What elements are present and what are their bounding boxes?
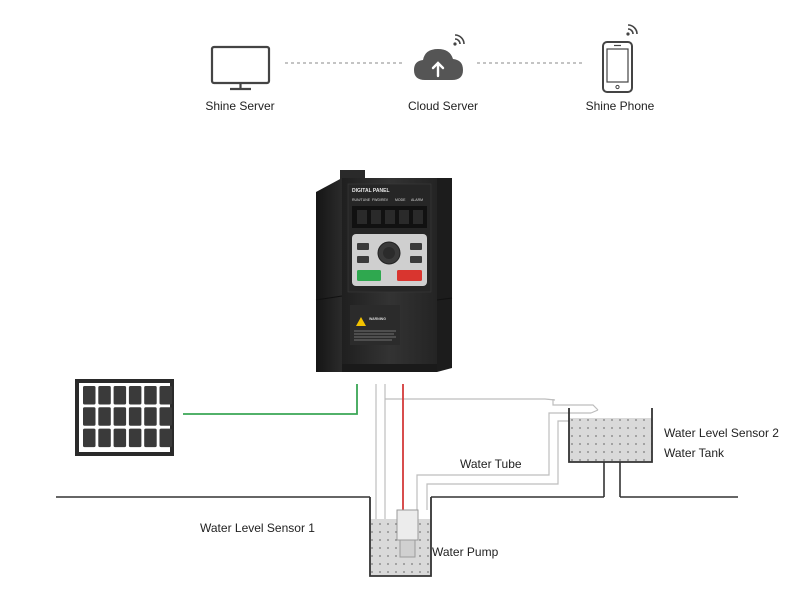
shift-key[interactable] bbox=[357, 256, 369, 263]
solar-cell bbox=[159, 428, 172, 448]
wifi-signal-icon bbox=[453, 34, 465, 46]
prg-key[interactable] bbox=[357, 243, 369, 250]
warning-title: WARNING bbox=[369, 317, 386, 321]
water-level-sensor-1-label: Water Level Sensor 1 bbox=[200, 521, 315, 535]
solar-cell bbox=[98, 386, 111, 405]
status-label: FWD/REV bbox=[372, 198, 389, 202]
solar-dc-wire bbox=[183, 384, 358, 415]
solar-cell bbox=[159, 407, 172, 426]
solar-cell bbox=[113, 428, 127, 448]
mf-key[interactable] bbox=[410, 256, 422, 263]
status-label-row: RUN/TUNE FWD/REV MODE ALARM bbox=[352, 198, 423, 202]
solar-cell bbox=[128, 428, 142, 448]
status-label: MODE bbox=[395, 198, 406, 202]
warning-icon bbox=[356, 317, 366, 326]
phone-icon bbox=[602, 41, 633, 93]
status-label: RUN/TUNE bbox=[352, 198, 371, 202]
shine-server-label: Shine Server bbox=[205, 99, 274, 113]
display-digits bbox=[357, 210, 423, 224]
run-button[interactable] bbox=[357, 270, 381, 281]
solar-cell bbox=[83, 407, 96, 426]
solar-cell bbox=[144, 386, 157, 405]
network-row: Shine Server Cloud Server Shine Phone bbox=[205, 24, 655, 113]
solar-cell bbox=[128, 386, 142, 405]
wifi-signal-icon bbox=[626, 24, 638, 36]
solar-cell bbox=[144, 407, 157, 426]
cloud-server-label: Cloud Server bbox=[408, 99, 478, 113]
pipe-system bbox=[375, 384, 599, 520]
water-tank bbox=[568, 408, 653, 497]
solar-panel bbox=[75, 379, 174, 456]
solar-cell bbox=[128, 407, 142, 426]
solar-cell bbox=[113, 407, 127, 426]
stop-button[interactable] bbox=[397, 270, 422, 281]
solar-cell bbox=[113, 386, 127, 405]
ent-key[interactable] bbox=[410, 243, 422, 250]
solar-cell bbox=[98, 428, 111, 448]
water-pump-label: Water Pump bbox=[432, 545, 499, 559]
water-tube-label: Water Tube bbox=[460, 457, 522, 471]
water-level-sensor-2-label: Water Level Sensor 2 bbox=[664, 426, 779, 440]
solar-cell bbox=[83, 386, 96, 405]
water-tank-label: Water Tank bbox=[664, 446, 725, 460]
monitor-icon bbox=[210, 45, 271, 91]
solar-pump-inverter: DIGITAL PANEL RUN/TUNE FWD/REV MODE ALAR… bbox=[315, 170, 453, 372]
solar-cell bbox=[98, 407, 111, 426]
cloud-upload-icon bbox=[414, 49, 463, 80]
solar-cell bbox=[83, 428, 96, 448]
water-pump bbox=[396, 509, 419, 558]
solar-cell bbox=[159, 386, 172, 405]
status-label: ALARM bbox=[411, 198, 423, 202]
solar-cell bbox=[144, 428, 157, 448]
shine-phone-label: Shine Phone bbox=[586, 99, 655, 113]
panel-title: DIGITAL PANEL bbox=[352, 188, 390, 194]
